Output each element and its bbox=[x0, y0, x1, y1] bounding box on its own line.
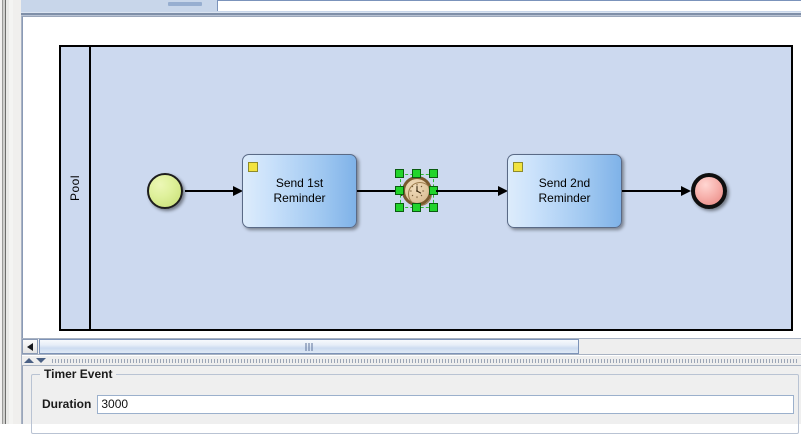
task-label: Send 1st Reminder bbox=[273, 176, 326, 205]
group-title: Timer Event bbox=[40, 367, 117, 381]
window-left-gutter bbox=[13, 0, 22, 424]
diagram-canvas[interactable]: Pool Send 1st Reminder bbox=[23, 17, 801, 338]
message-marker-icon bbox=[248, 162, 258, 172]
bpmn-pool[interactable]: Pool Send 1st Reminder bbox=[59, 45, 793, 331]
task-node-send-2nd-reminder[interactable]: Send 2nd Reminder bbox=[507, 154, 622, 228]
splitter-grip-dots bbox=[52, 359, 799, 363]
selection-handle-s[interactable] bbox=[412, 203, 421, 212]
sequence-flow-start-task1[interactable] bbox=[185, 190, 237, 192]
editor-tab-strip[interactable] bbox=[21, 0, 801, 12]
sequence-flow-task2-end[interactable] bbox=[622, 190, 685, 192]
arrowhead-icon bbox=[498, 186, 508, 196]
task-label: Send 2nd Reminder bbox=[538, 176, 591, 205]
selection-handle-se[interactable] bbox=[429, 203, 438, 212]
tab-strip-divider bbox=[21, 12, 801, 16]
diagram-canvas-frame[interactable]: Pool Send 1st Reminder bbox=[22, 16, 801, 338]
sequence-flow-task1-timer[interactable] bbox=[357, 190, 405, 192]
properties-panel: Timer Event Duration bbox=[22, 366, 801, 434]
timer-event-selection-group[interactable] bbox=[395, 169, 438, 212]
window-left-border bbox=[0, 0, 13, 424]
timer-event-node[interactable] bbox=[402, 176, 432, 206]
message-marker-icon bbox=[513, 162, 523, 172]
end-event-node[interactable] bbox=[691, 173, 727, 209]
pool-header[interactable]: Pool bbox=[61, 47, 91, 329]
panel-splitter[interactable] bbox=[22, 356, 801, 366]
task-node-send-1st-reminder[interactable]: Send 1st Reminder bbox=[242, 154, 357, 228]
start-event-node[interactable] bbox=[147, 173, 183, 209]
pool-label: Pool bbox=[68, 174, 82, 202]
triangle-up-icon[interactable] bbox=[24, 358, 34, 363]
scrollbar-thumb[interactable] bbox=[39, 339, 579, 354]
duration-input[interactable] bbox=[97, 394, 794, 414]
canvas-horizontal-scrollbar[interactable] bbox=[22, 338, 801, 355]
tab-active[interactable] bbox=[217, 0, 801, 11]
sequence-flow-timer-task2[interactable] bbox=[436, 190, 502, 192]
timer-event-group: Timer Event Duration bbox=[31, 367, 799, 434]
arrowhead-icon bbox=[233, 186, 243, 196]
arrowhead-icon bbox=[681, 186, 691, 196]
selection-handle-nw[interactable] bbox=[395, 169, 404, 178]
selection-handle-w[interactable] bbox=[395, 186, 404, 195]
grip-lines-icon bbox=[305, 343, 313, 351]
duration-field-row: Duration bbox=[42, 394, 794, 414]
scroll-left-button[interactable] bbox=[22, 339, 38, 354]
selection-handle-sw[interactable] bbox=[395, 203, 404, 212]
selection-handle-n[interactable] bbox=[412, 169, 421, 178]
clock-icon bbox=[409, 183, 425, 199]
selection-handle-ne[interactable] bbox=[429, 169, 438, 178]
tab-inactive[interactable] bbox=[168, 2, 202, 6]
triangle-down-icon[interactable] bbox=[36, 358, 46, 363]
duration-label: Duration bbox=[42, 397, 92, 411]
